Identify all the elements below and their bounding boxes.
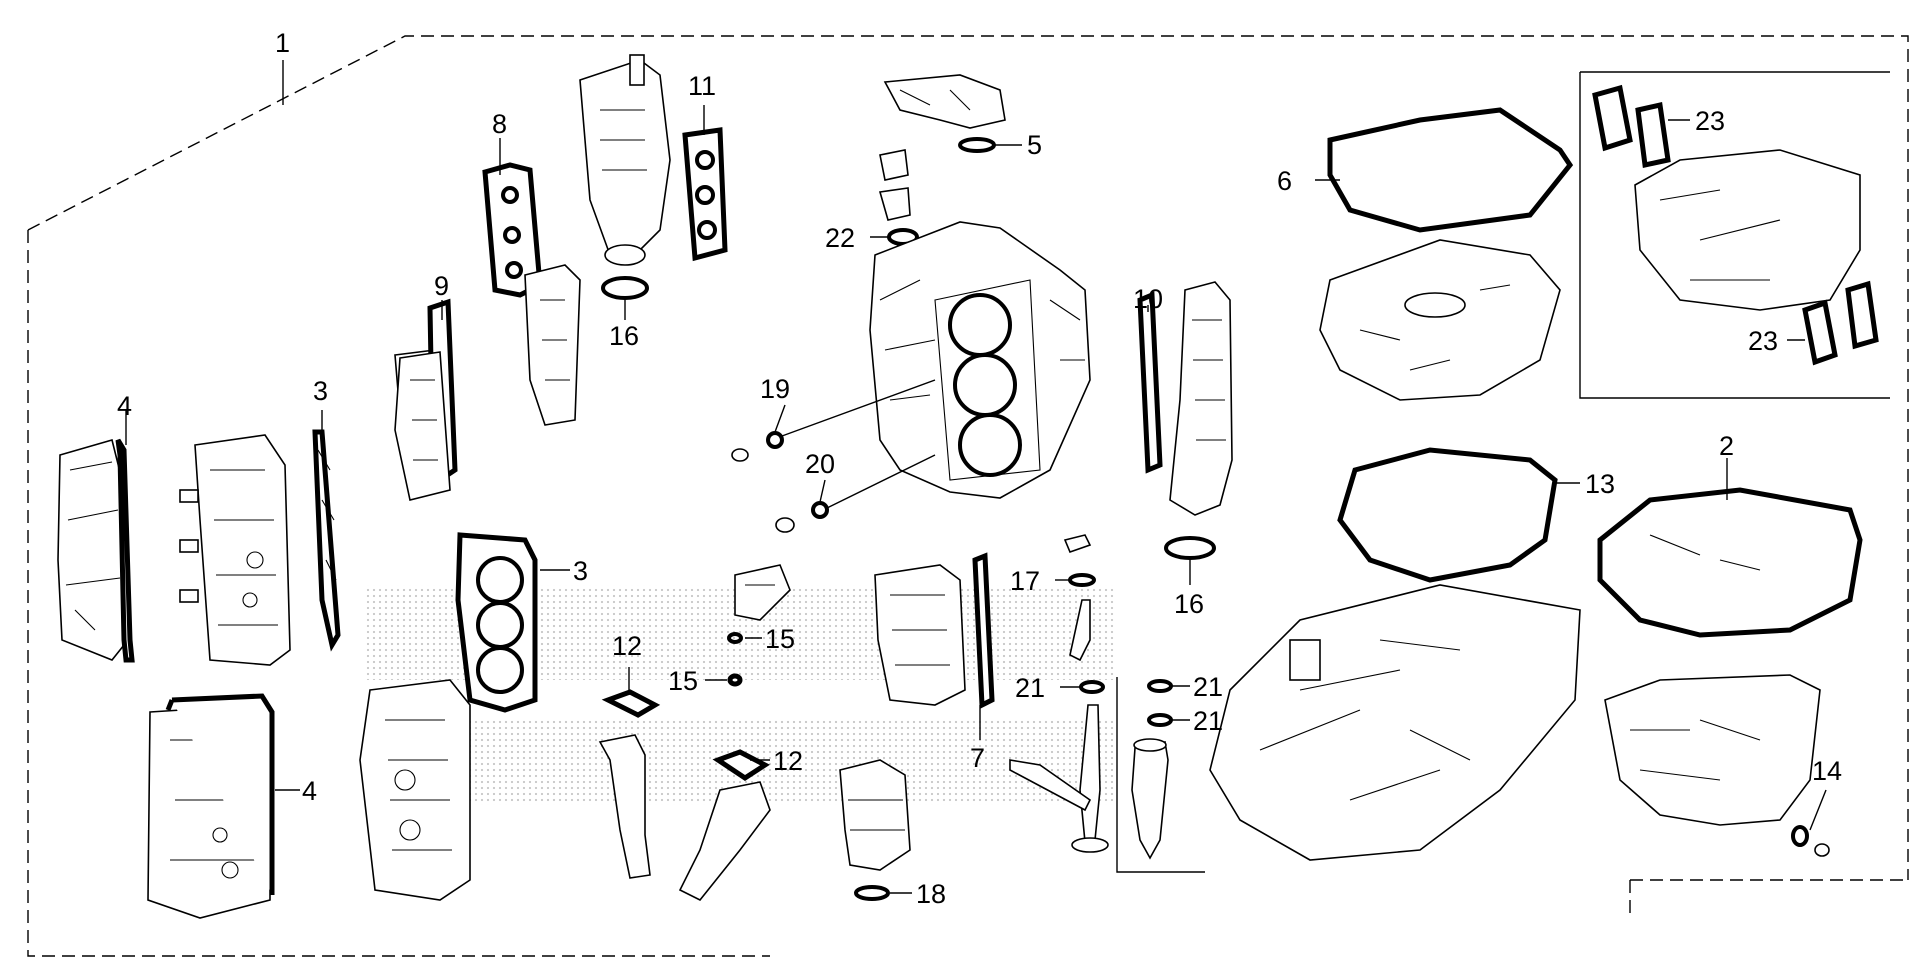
oil-pan-main	[1209, 584, 1581, 861]
callout-10: 10	[1133, 284, 1163, 314]
callout-7: 7	[970, 743, 985, 773]
gasket-7	[972, 552, 995, 709]
inset-box-oil-filter	[1116, 677, 1205, 873]
callout-15-lower: 15	[668, 666, 698, 696]
callout-17: 17	[1010, 566, 1040, 596]
callout-8: 8	[492, 109, 507, 139]
callout-14: 14	[1812, 756, 1842, 786]
callout-21-b: 21	[1193, 672, 1223, 702]
gasket-12a	[601, 689, 661, 718]
o-ring-16b	[1164, 536, 1216, 560]
callout-15-upper: 15	[765, 624, 795, 654]
exhaust-cover-middle	[874, 564, 966, 706]
o-ring-21b	[1147, 679, 1173, 693]
intake-manifold-8-part	[524, 264, 581, 426]
o-ring-16a	[601, 276, 649, 300]
callout-5: 5	[1027, 130, 1042, 160]
o-ring-5	[958, 137, 996, 153]
head-gasket-3b	[455, 532, 538, 713]
callout-13: 13	[1585, 469, 1615, 499]
callout-4-lower: 4	[302, 776, 317, 806]
thermostat-cover	[883, 74, 1006, 129]
kit-boundary	[27, 35, 1909, 957]
washer-15a	[727, 632, 743, 644]
inset-box-oil-pan	[1579, 71, 1890, 399]
head-cover-gasket-4b	[165, 693, 275, 895]
callout-1: 1	[275, 28, 290, 58]
callout-21-c: 21	[1193, 706, 1223, 736]
water-pipe-a	[598, 734, 651, 879]
o-ring-17	[1068, 573, 1096, 587]
callout-21-a: 21	[1015, 673, 1045, 703]
callout-9: 9	[434, 271, 449, 301]
callout-11: 11	[688, 71, 716, 101]
gasket-10	[1137, 291, 1163, 474]
exhaust-manifold-top	[579, 54, 671, 266]
gasket-13	[1337, 447, 1558, 583]
inset-oil-pan	[1634, 149, 1861, 311]
plug-19	[731, 379, 936, 462]
callout-23-upper: 23	[1695, 106, 1725, 136]
gasket-6	[1327, 107, 1574, 233]
inset-gasket-23a	[1592, 84, 1671, 169]
manifold-gasket-11	[682, 127, 728, 262]
o-ring-18	[854, 885, 890, 901]
sensor-bracket	[734, 564, 791, 621]
leader-lines	[125, 60, 1827, 894]
callout-16-upper: 16	[609, 321, 639, 351]
oil-filter	[1131, 738, 1169, 860]
gasket-12b	[712, 749, 770, 781]
exhaust-cover-right	[1169, 281, 1233, 516]
callout-6: 6	[1277, 166, 1292, 196]
callout-3-upper: 3	[313, 376, 328, 406]
callout-16-lower: 16	[1174, 589, 1204, 619]
callout-20: 20	[805, 449, 835, 479]
cylinder-head-cover-upper	[57, 439, 129, 661]
head-gasket-3a	[312, 429, 341, 652]
callout-4-upper: 4	[117, 391, 132, 421]
intake-manifold-9-part	[394, 351, 451, 501]
starter-motor	[839, 759, 911, 871]
water-pipe-b	[678, 781, 771, 902]
cylinder-block	[869, 221, 1091, 499]
head-cover-gasket-4a	[115, 438, 135, 663]
callout-19: 19	[760, 374, 790, 404]
water-fitting-a	[878, 149, 911, 221]
drain-plug-14	[1791, 825, 1830, 857]
callout-18: 18	[916, 879, 946, 909]
callout-labels: 1 2 3 3 4 4 5 6 7 8 9 10 11 12 12 13 14 …	[117, 28, 1842, 909]
cylinder-head-left	[179, 434, 291, 666]
dipstick-tube	[1009, 534, 1109, 853]
oil-pan-lower	[1604, 674, 1821, 826]
callout-23-lower: 23	[1748, 326, 1778, 356]
callout-2: 2	[1719, 431, 1734, 461]
plug-20	[775, 454, 936, 533]
callout-22: 22	[825, 223, 855, 253]
o-ring-21c	[1147, 713, 1173, 727]
inset-gasket-23b	[1802, 280, 1879, 366]
callout-12-lower: 12	[773, 746, 803, 776]
cylinder-head-right	[359, 679, 471, 901]
callout-3-lower: 3	[573, 556, 588, 586]
mount-plate	[1319, 239, 1561, 401]
o-ring-21a	[1079, 680, 1105, 694]
washer-15b	[727, 673, 743, 687]
callout-12-upper: 12	[612, 631, 642, 661]
gasket-2	[1597, 487, 1863, 638]
